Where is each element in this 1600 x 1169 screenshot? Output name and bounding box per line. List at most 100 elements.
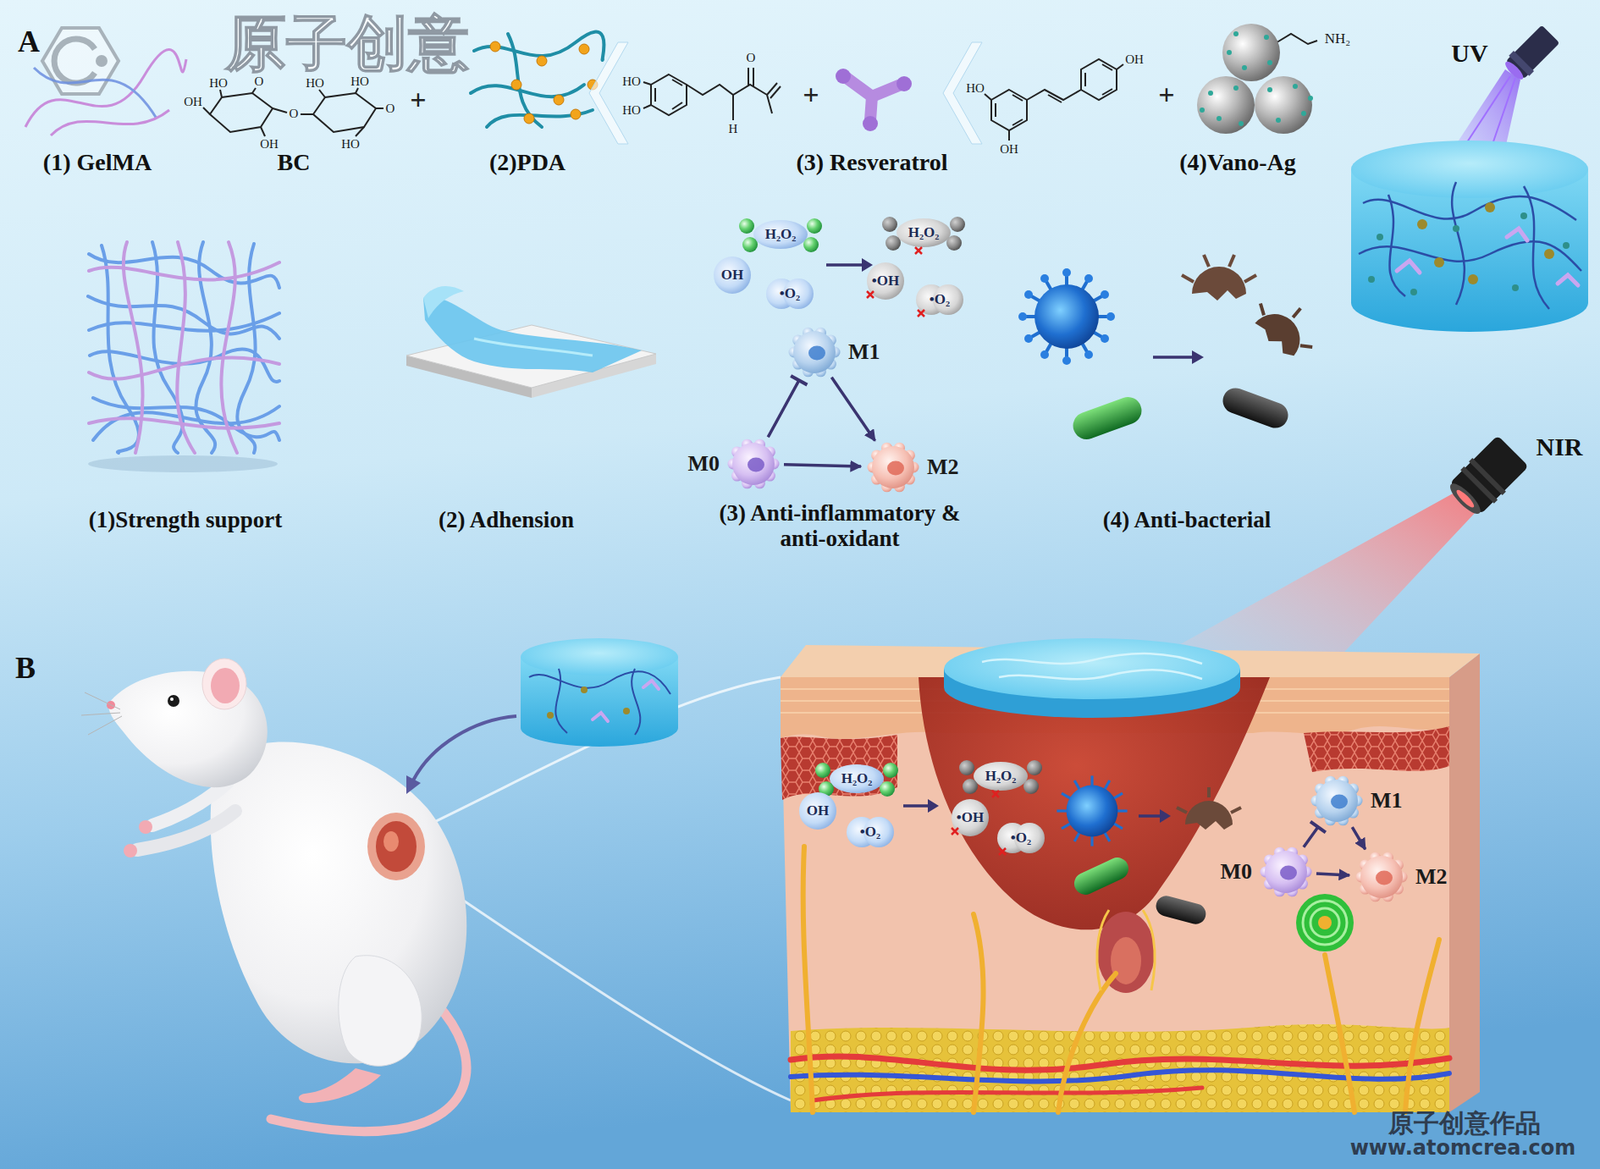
plus-sign: + <box>802 78 819 111</box>
hydrogel-part-part <box>1434 257 1445 268</box>
hydrogel-part-part <box>546 711 554 719</box>
virus-part-part <box>1116 809 1128 812</box>
virus-part-part <box>1113 822 1123 828</box>
ros-molecule-part <box>799 792 837 830</box>
rat-part-part <box>81 712 121 716</box>
cell-shape <box>1347 783 1359 795</box>
uv-lamp-part <box>1502 59 1526 83</box>
pda-structure-part <box>672 102 683 110</box>
adhesion-sheet-part <box>474 338 593 356</box>
pda-chains <box>470 32 604 127</box>
dead-virus-part-part <box>1244 275 1257 282</box>
skin-block-part <box>780 734 898 800</box>
ros-molecule-part <box>742 237 758 253</box>
dead-virus <box>1176 787 1242 830</box>
pda-chains-part <box>490 41 598 124</box>
hydrogel-part-part <box>1452 225 1460 232</box>
vano-ag-particles-part-part <box>1233 85 1239 91</box>
ros-molecule <box>799 792 837 830</box>
nir-camera-part <box>1454 487 1476 509</box>
cell-shape <box>871 446 915 489</box>
arrow <box>1153 350 1204 365</box>
adhesion-sheet <box>406 286 657 398</box>
neutralized-molecule <box>882 216 966 254</box>
ros-molecule-part <box>783 278 814 309</box>
watermark-logo-part <box>42 27 119 94</box>
bacterium <box>1070 854 1133 899</box>
hydrogel-part-part <box>631 668 640 735</box>
atom-label: HO <box>350 74 370 89</box>
dead-virus-part <box>1185 800 1233 830</box>
cell-shape <box>1382 852 1394 864</box>
rat-part <box>367 812 425 881</box>
neutralized-molecule-part <box>951 827 959 835</box>
cell-shape <box>1260 866 1272 878</box>
cell-shape <box>1392 859 1404 871</box>
molecule-label: OH <box>806 803 829 820</box>
pda-chains-part-part <box>536 55 547 67</box>
cell-shape <box>871 449 883 461</box>
function-label: (3) Anti-inflammatory & anti-oxidant <box>695 501 984 552</box>
pda-chains-part-part <box>524 113 535 124</box>
pda-structure-part <box>672 79 683 86</box>
skin-block-part <box>982 653 1203 679</box>
cell-label: M2 <box>1415 864 1448 890</box>
skin-block-part-part <box>790 1056 1450 1071</box>
component-label: (2)PDA <box>489 149 566 177</box>
virus-part-part <box>1062 268 1071 277</box>
molecule-label: •O₂ <box>779 286 800 303</box>
cell-shape <box>1369 890 1381 902</box>
virus-part-part <box>1040 350 1049 359</box>
bc-structure-part <box>355 126 365 137</box>
watermark: 原子创意作品 <box>1388 1108 1541 1137</box>
mesh <box>88 242 280 473</box>
arrow-part <box>413 716 517 781</box>
pda-structure-part <box>732 94 734 121</box>
atom-label: HO <box>341 137 360 152</box>
ros-molecule-part <box>753 220 808 249</box>
connector-line <box>831 377 875 442</box>
rat-part <box>210 667 240 704</box>
arrow <box>903 799 939 813</box>
ros-molecule-part <box>882 762 899 778</box>
virus-part-part <box>1084 350 1093 359</box>
molecule-label: •O₂ <box>1010 830 1032 847</box>
atom-label: O <box>746 50 756 66</box>
cell-shape <box>1392 883 1404 895</box>
pda-chains-part-part <box>579 44 590 55</box>
ros-molecule <box>815 762 899 797</box>
adhesion-sheet-part <box>423 297 642 373</box>
skin-block-part-part <box>1097 910 1109 991</box>
cell-shape <box>1315 779 1358 823</box>
virus-part-part <box>1103 832 1109 842</box>
skin-block-part-part <box>982 653 1203 664</box>
hydrogel-part-part <box>1511 284 1519 292</box>
cell-shape <box>1356 871 1368 883</box>
cell-shape <box>768 458 780 470</box>
chevron-part <box>589 42 629 144</box>
hydrogel <box>520 638 679 747</box>
cell-shape <box>787 325 842 380</box>
dead-virus <box>1181 254 1257 301</box>
vano-ag-particles-part-part <box>1241 65 1247 71</box>
cell-label: M0 <box>1219 859 1253 885</box>
pda-structure-part <box>686 84 767 95</box>
cell-shape <box>1354 849 1409 905</box>
resveratrol-structure-part <box>1102 88 1113 95</box>
atom-label: HO <box>305 76 325 91</box>
pda-structure-part <box>651 74 687 116</box>
dead-virus-part <box>1256 286 1327 353</box>
neutralized-molecule <box>915 284 964 317</box>
dead-virus-part-part <box>1229 254 1235 267</box>
hydrogel-part-part <box>1506 228 1528 241</box>
virus-part-part <box>1113 793 1123 799</box>
hydrogel-part-part <box>623 707 630 715</box>
resveratrol-structure-part <box>1084 72 1087 87</box>
neutralized-molecule-part <box>885 235 901 251</box>
cell-shape <box>1274 847 1286 859</box>
cell-shape <box>1360 855 1403 899</box>
skin-block-part-part <box>1058 973 1116 1113</box>
bc-structure-part <box>319 89 326 98</box>
